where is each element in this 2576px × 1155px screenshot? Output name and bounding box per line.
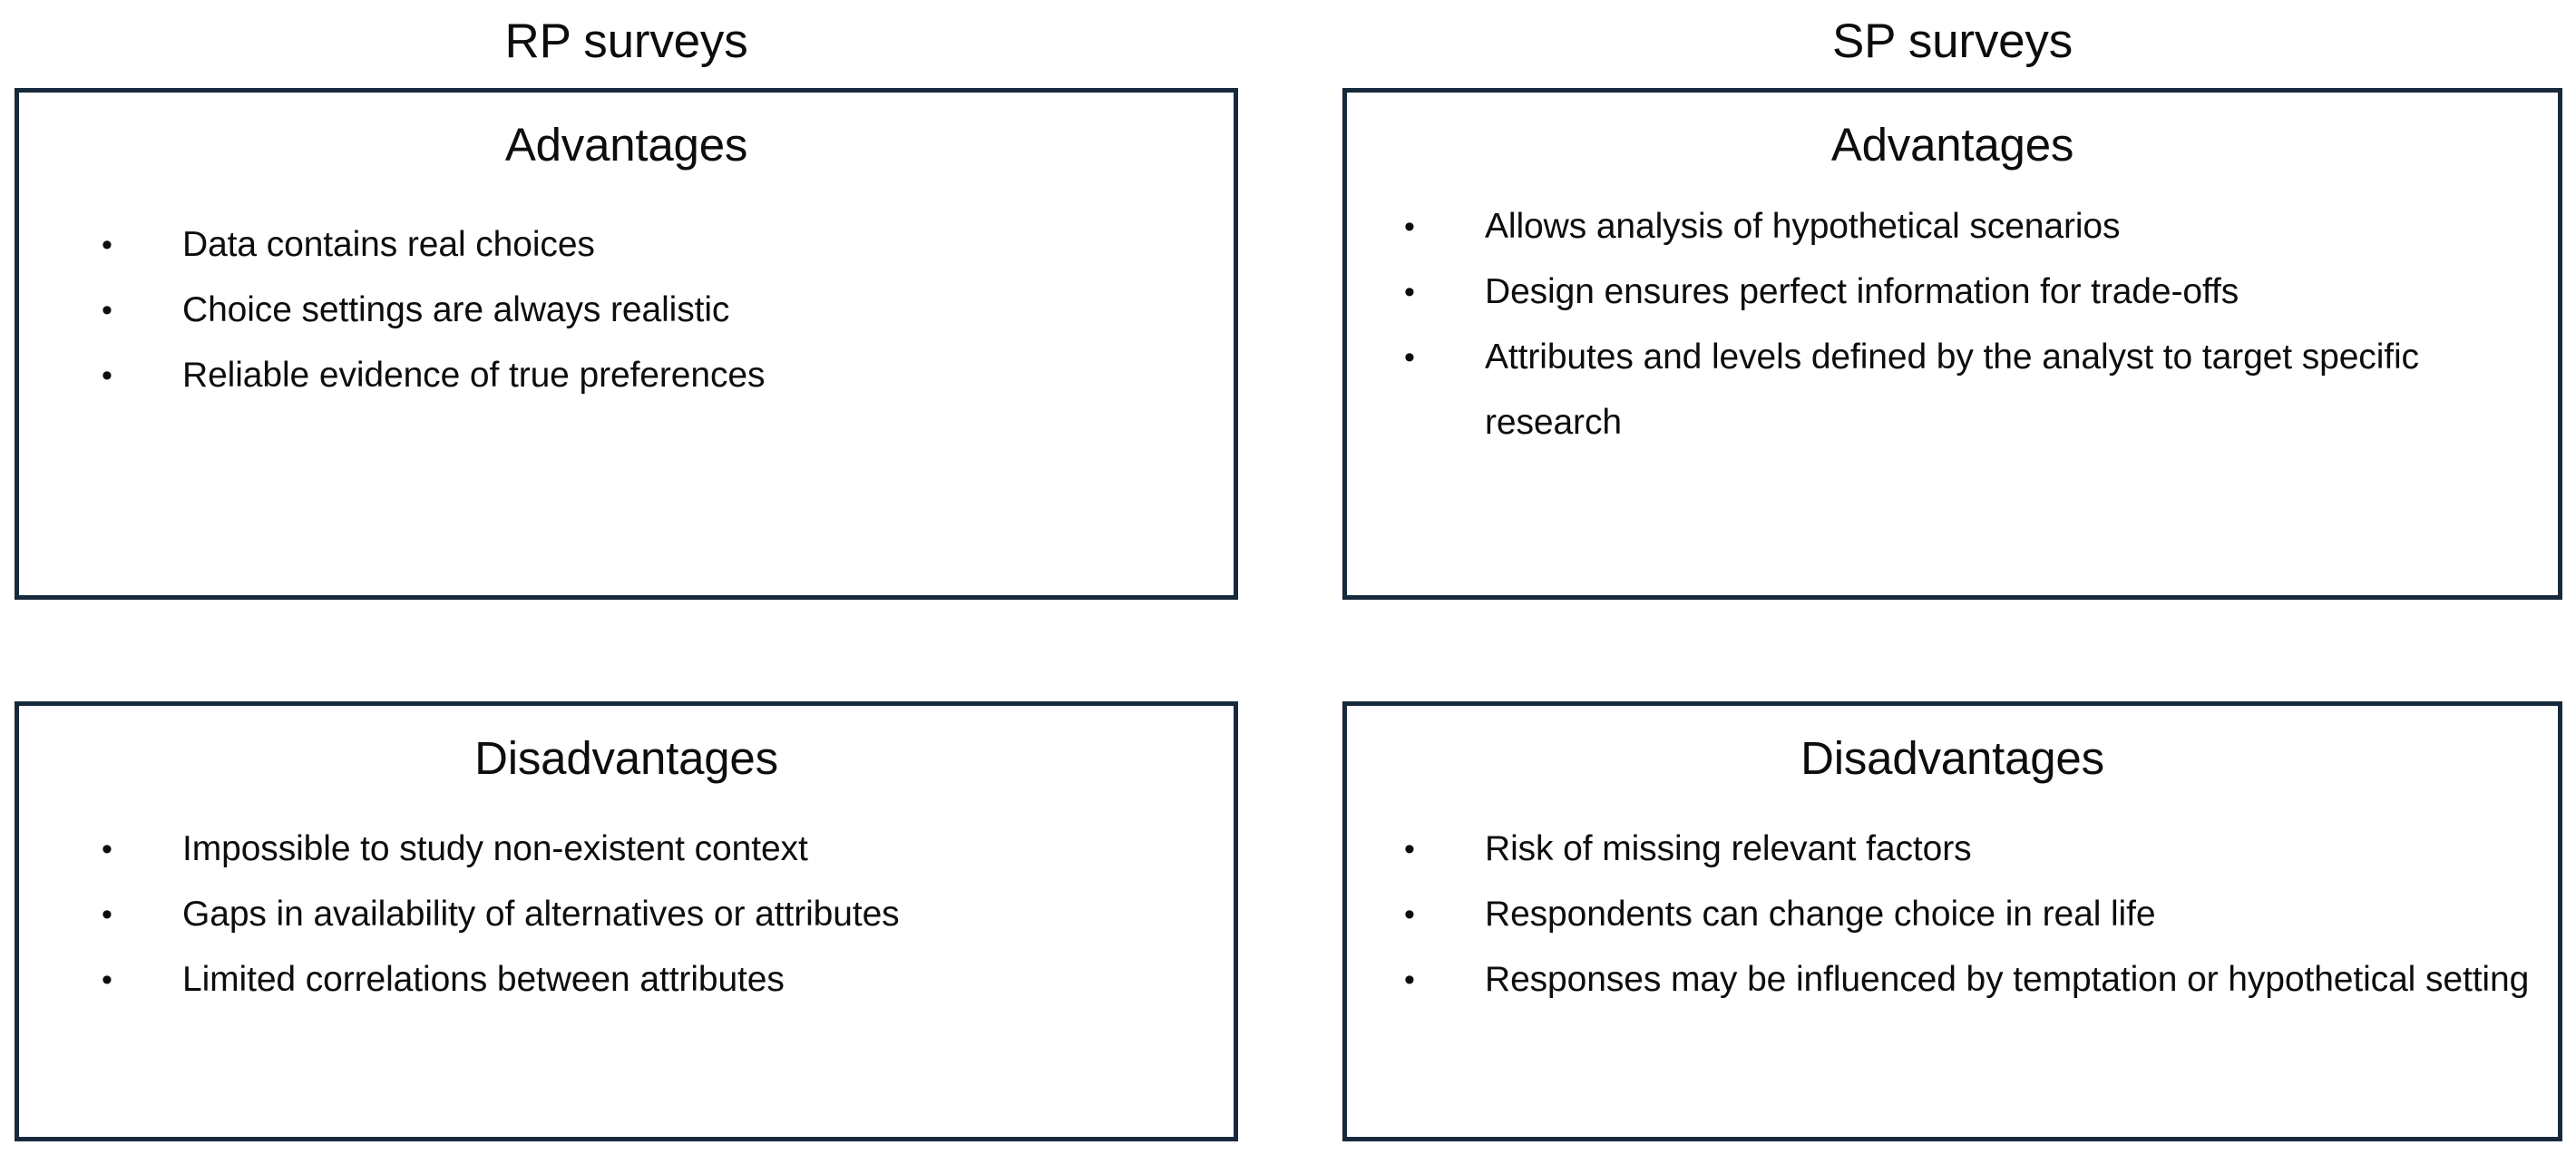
list-item: • Gaps in availability of alternatives o…: [96, 882, 1197, 947]
bullet-list-rp-advantages: • Data contains real choices • Choice se…: [19, 212, 1234, 408]
list-item: • Impossible to study non-existent conte…: [96, 817, 1197, 882]
panel-sp-advantages: Advantages • Allows analysis of hypothet…: [1342, 88, 2562, 600]
bullet-dot-icon: •: [102, 963, 112, 997]
panel-title-rp-disadvantages: Disadvantages: [474, 732, 778, 784]
list-item: • Allows analysis of hypothetical scenar…: [1399, 194, 2534, 259]
panel-rp-advantages: Advantages • Data contains real choices …: [15, 88, 1238, 600]
list-item-text: Limited correlations between attributes: [182, 960, 785, 999]
bullet-dot-icon: •: [1404, 832, 1415, 866]
bullet-dot-icon: •: [1404, 210, 1415, 244]
list-item-text: Respondents can change choice in real li…: [1485, 895, 2156, 934]
column-header-rp: RP surveys: [504, 15, 748, 68]
panel-title-sp-advantages: Advantages: [1830, 119, 2074, 171]
bullet-dot-icon: •: [102, 293, 112, 328]
list-item: • Responses may be influenced by temptat…: [1399, 947, 2534, 1013]
list-item: • Choice settings are always realistic: [96, 278, 1197, 343]
panel-rp-disadvantages: Disadvantages • Impossible to study non-…: [15, 701, 1238, 1141]
list-item: • Limited correlations between attribute…: [96, 947, 1197, 1013]
panel-title-sp-disadvantages: Disadvantages: [1800, 732, 2104, 784]
list-item-text: Allows analysis of hypothetical scenario…: [1485, 207, 2121, 246]
list-item-text: Data contains real choices: [182, 225, 595, 264]
list-item: • Design ensures perfect information for…: [1399, 259, 2534, 325]
bullet-dot-icon: •: [1404, 340, 1415, 375]
bullet-dot-icon: •: [102, 897, 112, 932]
bullet-dot-icon: •: [1404, 275, 1415, 309]
bullet-list-sp-disadvantages: • Risk of missing relevant factors • Res…: [1347, 817, 2558, 1013]
bullet-list-rp-disadvantages: • Impossible to study non-existent conte…: [19, 817, 1234, 1013]
list-item-text: Responses may be influenced by temptatio…: [1485, 960, 2530, 999]
column-header-sp: SP surveys: [1831, 15, 2073, 68]
list-item-text: Reliable evidence of true preferences: [182, 356, 766, 395]
list-item-text: Impossible to study non-existent context: [182, 829, 808, 868]
bullet-dot-icon: •: [1404, 897, 1415, 932]
list-item: • Risk of missing relevant factors: [1399, 817, 2534, 882]
list-item-text: Choice settings are always realistic: [182, 290, 730, 329]
list-item-text: Design ensures perfect information for t…: [1485, 272, 2239, 311]
bullet-dot-icon: •: [1404, 963, 1415, 997]
list-item-text: Attributes and levels defined by the ana…: [1485, 338, 2419, 442]
bullet-list-sp-advantages: • Allows analysis of hypothetical scenar…: [1347, 194, 2558, 455]
list-item: • Reliable evidence of true preferences: [96, 343, 1197, 408]
panel-title-rp-advantages: Advantages: [504, 119, 748, 171]
list-item-text: Risk of missing relevant factors: [1485, 829, 1972, 868]
list-item: • Data contains real choices: [96, 212, 1197, 278]
list-item: • Respondents can change choice in real …: [1399, 882, 2534, 947]
panel-sp-disadvantages: Disadvantages • Risk of missing relevant…: [1342, 701, 2562, 1141]
list-item: • Attributes and levels defined by the a…: [1399, 325, 2534, 455]
bullet-dot-icon: •: [102, 228, 112, 262]
list-item-text: Gaps in availability of alternatives or …: [182, 895, 900, 934]
bullet-dot-icon: •: [102, 358, 112, 393]
bullet-dot-icon: •: [102, 832, 112, 866]
